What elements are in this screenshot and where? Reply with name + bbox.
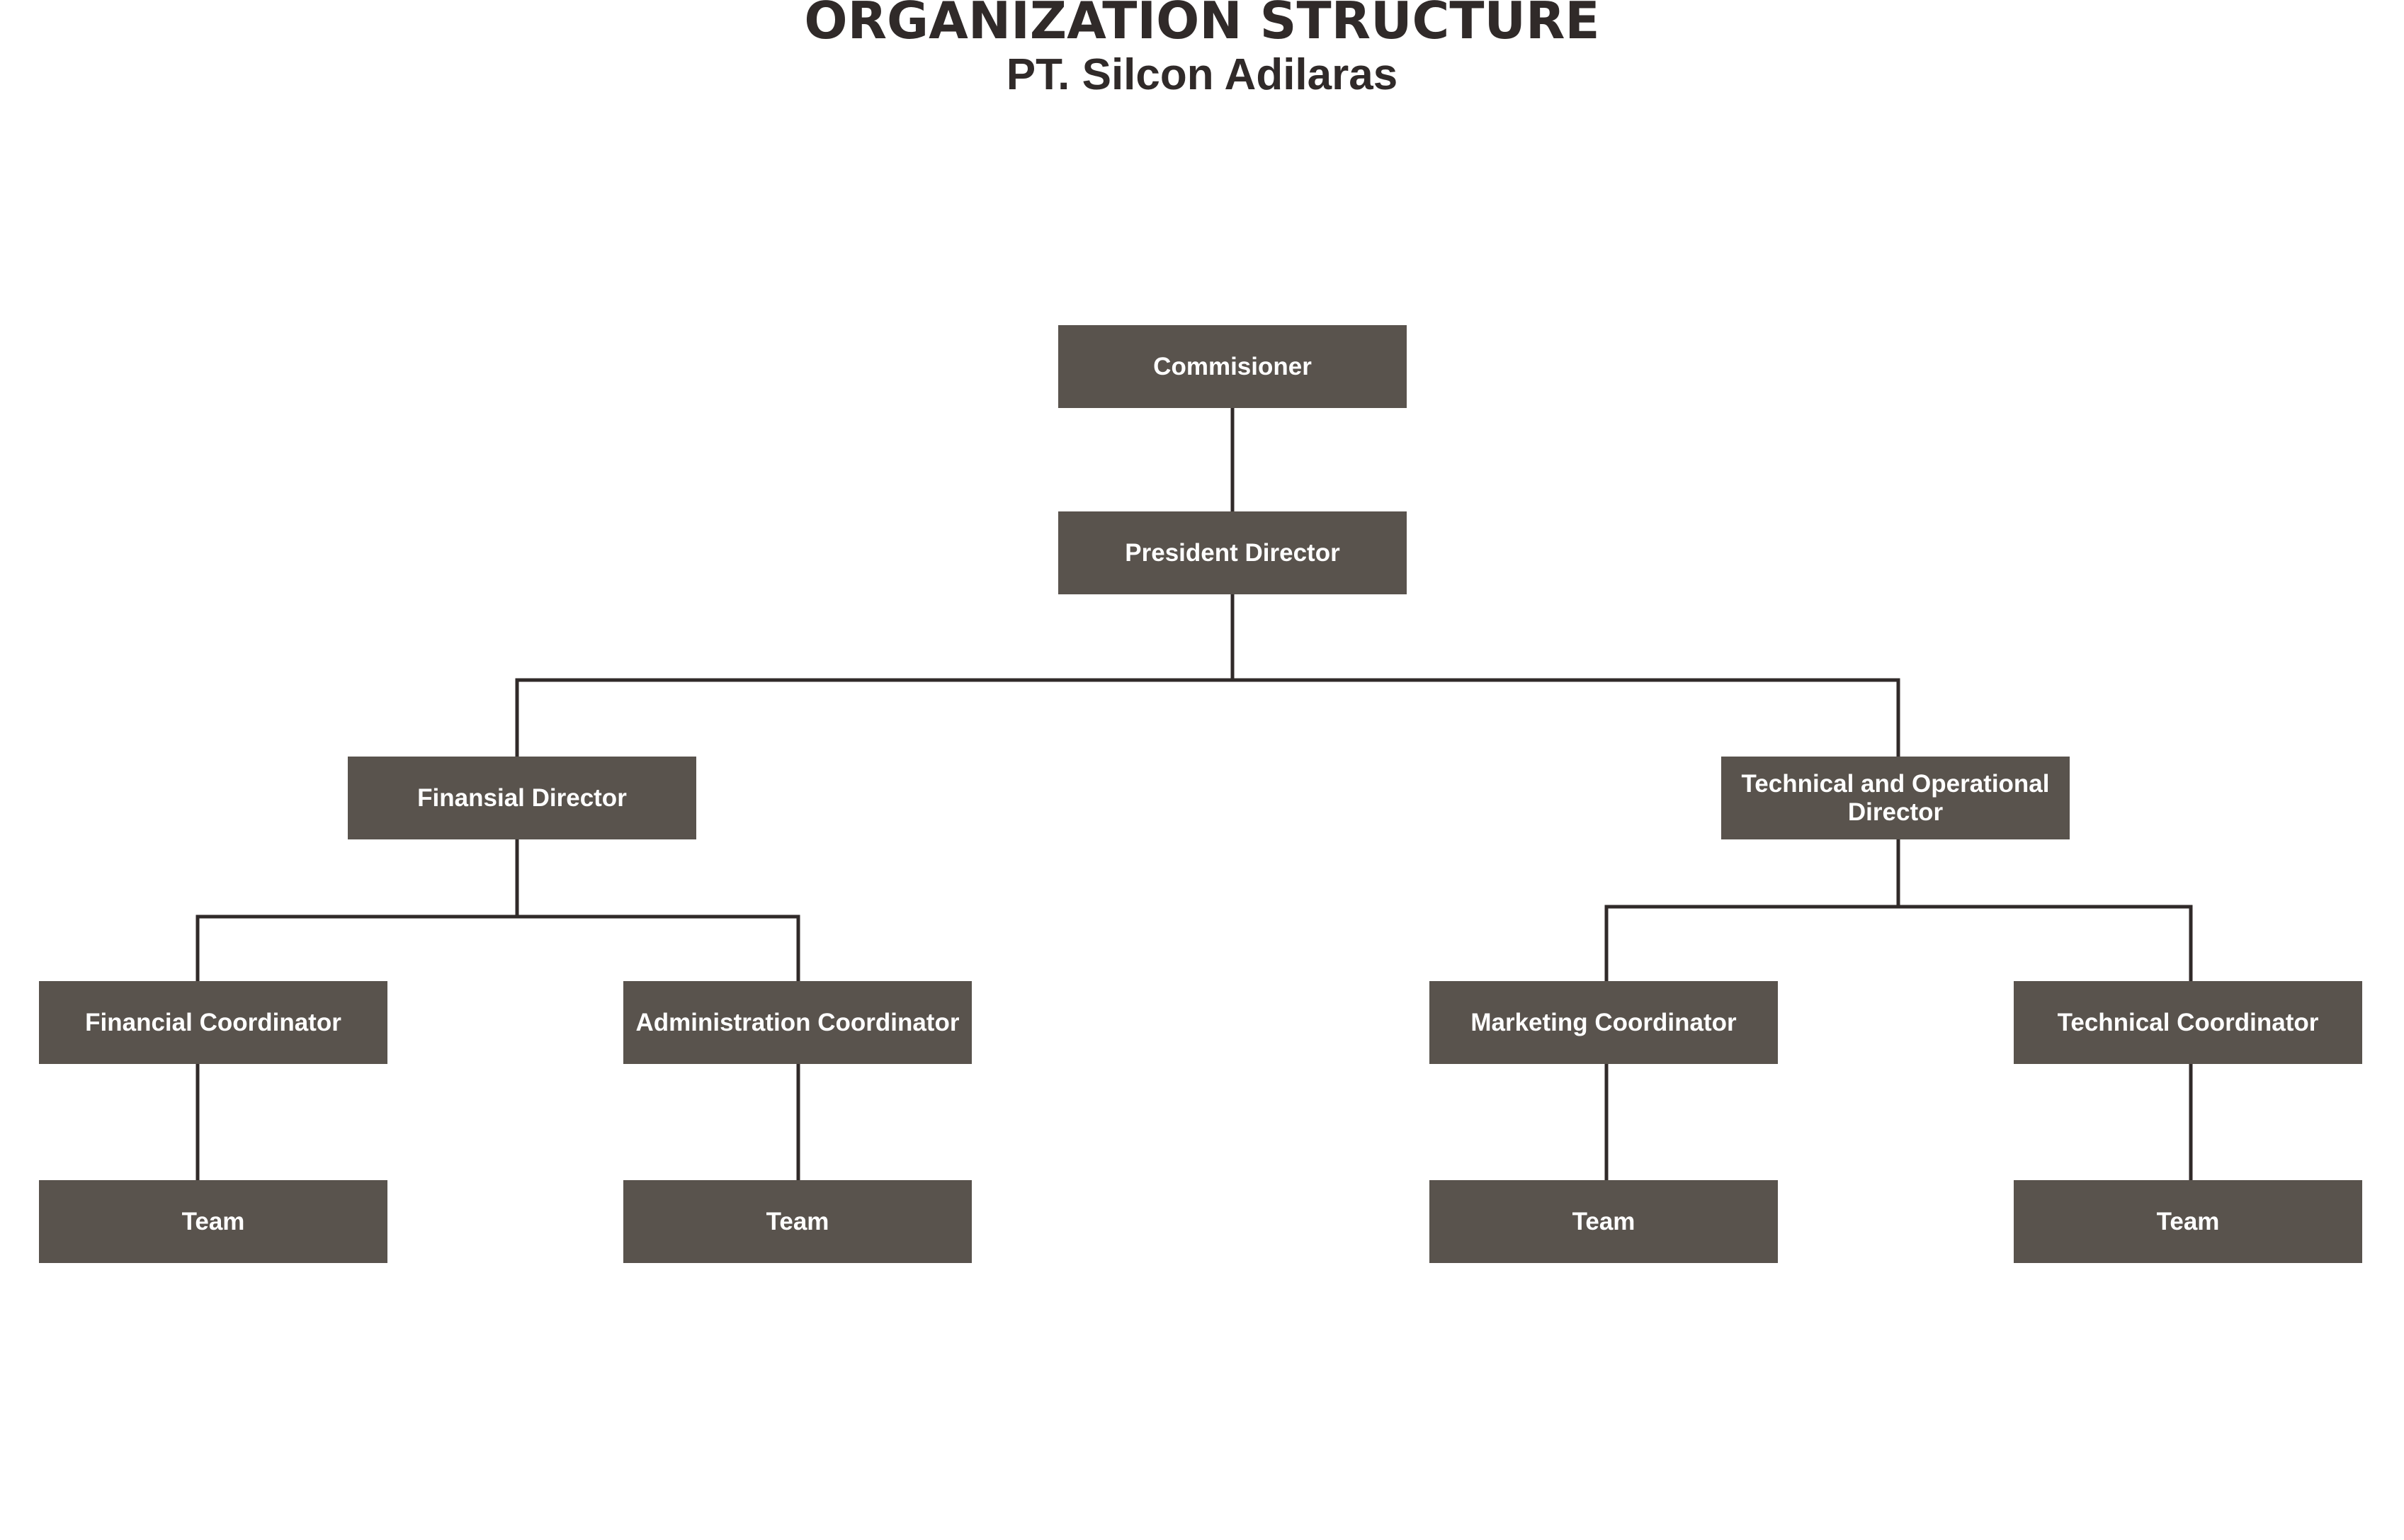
node-financial-coordinator: Financial Coordinator xyxy=(39,981,387,1064)
page-subtitle: PT. Silcon Adilaras xyxy=(1006,50,1398,99)
node-team-marketing: Team xyxy=(1429,1180,1778,1263)
page-title: ORGANIZATION STRUCTURE xyxy=(804,0,1600,50)
node-team-administration: Team xyxy=(623,1180,972,1263)
node-team-technical: Team xyxy=(2014,1180,2362,1263)
node-commissioner: Commisioner xyxy=(1058,325,1407,408)
node-team-financial: Team xyxy=(39,1180,387,1263)
node-technical-operational-director: Technical and Operational Director xyxy=(1721,757,2070,839)
node-president-director: President Director xyxy=(1058,511,1407,594)
node-marketing-coordinator: Marketing Coordinator xyxy=(1429,981,1778,1064)
node-technical-coordinator: Technical Coordinator xyxy=(2014,981,2362,1064)
node-financial-director: Finansial Director xyxy=(348,757,696,839)
node-administration-coordinator: Administration Coordinator xyxy=(623,981,972,1064)
